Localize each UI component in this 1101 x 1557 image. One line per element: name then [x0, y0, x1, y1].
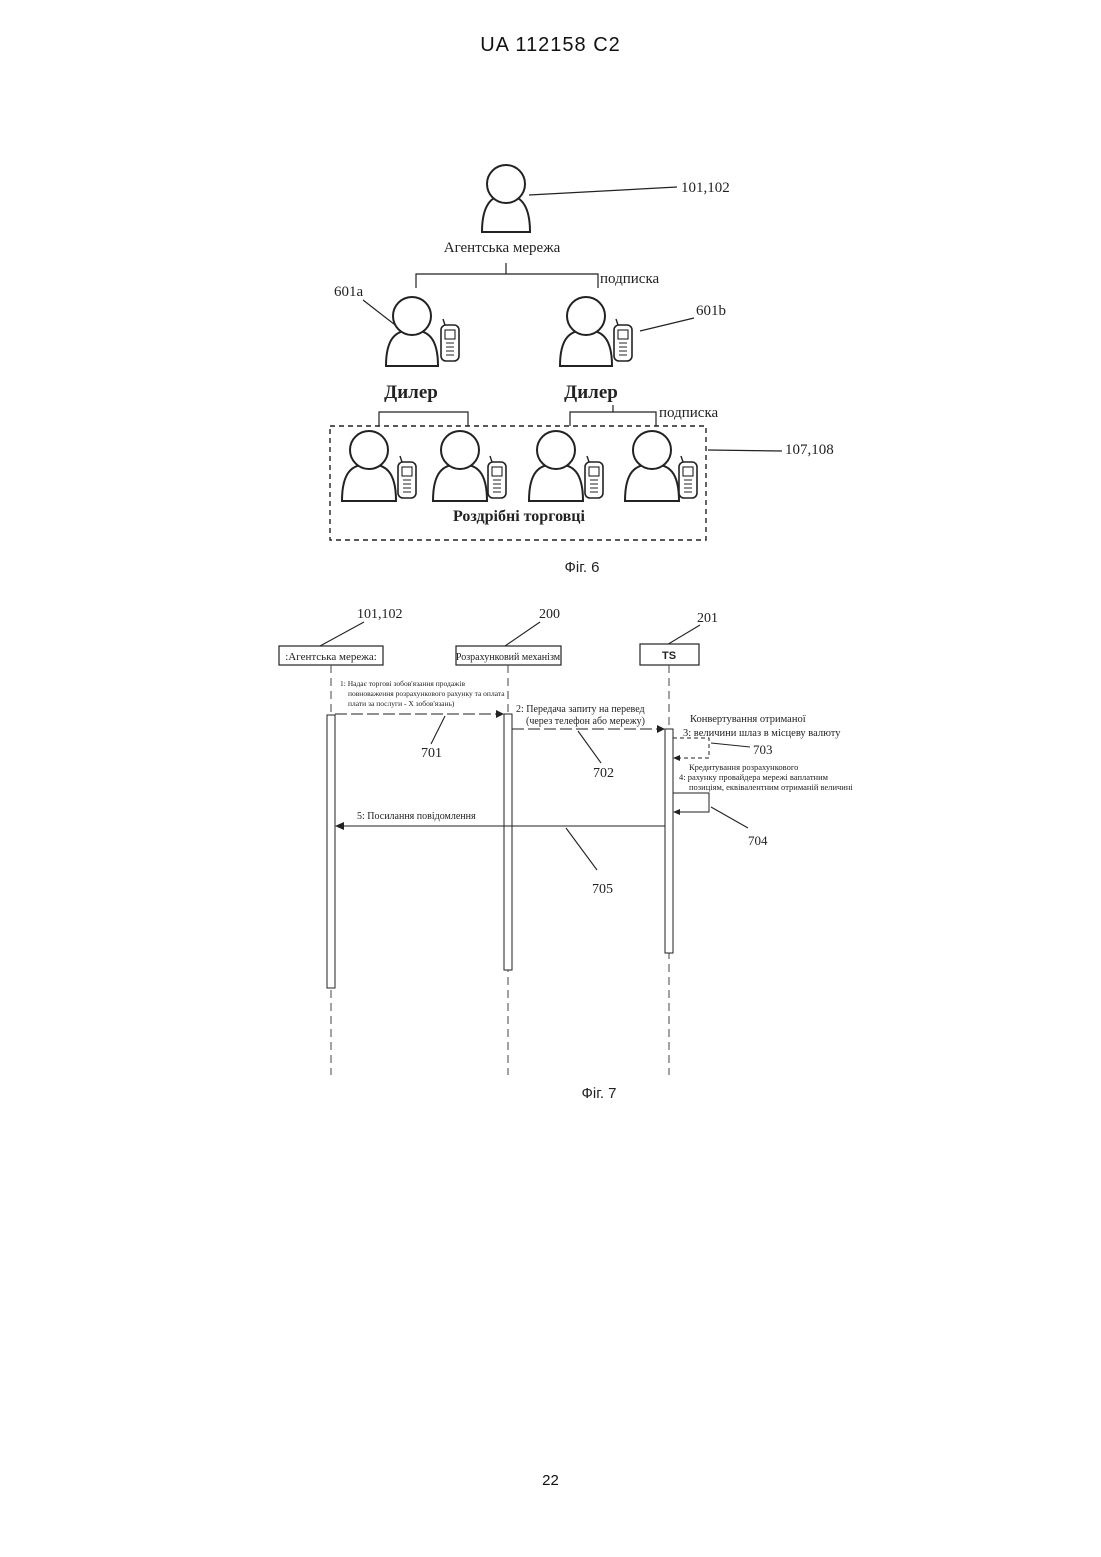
- dealer-a-phone-icon: [441, 319, 459, 361]
- dealer-b-person-icon: [560, 297, 612, 366]
- msg1-label: 1: Надає торгові зобов'язання продажів п…: [340, 679, 506, 708]
- retail-ref-label: 107,108: [785, 442, 834, 458]
- activation-bar-2: [504, 714, 512, 970]
- retailer-3-phone-icon: [585, 456, 603, 498]
- retail-ref-leader-line: [708, 450, 782, 451]
- dealer-a-ref: 601a: [334, 284, 364, 300]
- fig7-caption: Фіг. 7: [581, 1085, 616, 1102]
- retailer-1-phone-icon: [398, 456, 416, 498]
- lifeline-1-label: :Агентська мережа:: [285, 651, 377, 663]
- fig6-diagram: 101,102 Агентська мережа подписка 601a Д…: [330, 165, 834, 576]
- activation-bar-3: [665, 729, 673, 953]
- msg4-ref: 704: [748, 833, 768, 848]
- agent-network-person-icon: [482, 165, 530, 232]
- msg2-ref: 702: [593, 766, 614, 781]
- msg5-label: 5: Посилання повідомлення: [357, 811, 476, 822]
- agent-dealer-bracket: [416, 274, 598, 288]
- msg2-label: 2: Передача запиту на перевед (через тел…: [516, 704, 647, 727]
- dealer-a-label: Дилер: [384, 382, 438, 403]
- lifeline-3-ref: 201: [697, 611, 718, 626]
- retailer-4-phone-icon: [679, 456, 697, 498]
- dealer-b-label: Дилер: [564, 382, 618, 403]
- page-number: 22: [0, 1472, 1101, 1489]
- retailer-2-phone-icon: [488, 456, 506, 498]
- msg4-self-arrow: [673, 793, 709, 812]
- msg3-ref: 703: [753, 742, 773, 757]
- msg4-label: Кредитування розрахункового 4: рахунку п…: [679, 762, 853, 792]
- msg5-ref: 705: [592, 882, 613, 897]
- fig7-sequence-diagram: 101,102 200 201 :Агентська мережа: Розра…: [279, 607, 853, 1102]
- top-ref-label: 101,102: [681, 180, 730, 196]
- dealer-a-retail-bracket: [379, 412, 468, 426]
- msg1-ref: 701: [421, 746, 442, 761]
- retailer-1-person-icon: [342, 431, 396, 501]
- msg3-label: Конвертування отриманої 3: величини шлаз…: [683, 714, 841, 739]
- msg3-self-arrow: [673, 738, 709, 758]
- fig6-caption: Фіг. 6: [564, 559, 599, 576]
- lifeline-2-ref: 200: [539, 607, 560, 622]
- agent-network-label: Агентська мережа: [444, 240, 561, 256]
- dealer-b-leader-line: [640, 318, 694, 331]
- dealer-b-phone-icon: [614, 319, 632, 361]
- subscription-label-2: подписка: [659, 405, 719, 421]
- activation-bar-1: [327, 715, 335, 988]
- subscription-label-1: подписка: [600, 271, 660, 287]
- lifeline-1-ref: 101,102: [357, 607, 403, 622]
- dealer-b-retail-bracket: [570, 412, 656, 426]
- dealer-b-ref: 601b: [696, 303, 726, 319]
- lifeline-3-label: TS: [662, 650, 676, 662]
- retailer-2-person-icon: [433, 431, 487, 501]
- retail-label: Роздрібні торговці: [453, 508, 585, 525]
- top-ref-leader-line: [529, 187, 677, 195]
- retailer-4-person-icon: [625, 431, 679, 501]
- retailer-3-person-icon: [529, 431, 583, 501]
- lifeline-2-label: Розрахунковий механізм: [456, 652, 561, 663]
- dealer-a-person-icon: [386, 297, 438, 366]
